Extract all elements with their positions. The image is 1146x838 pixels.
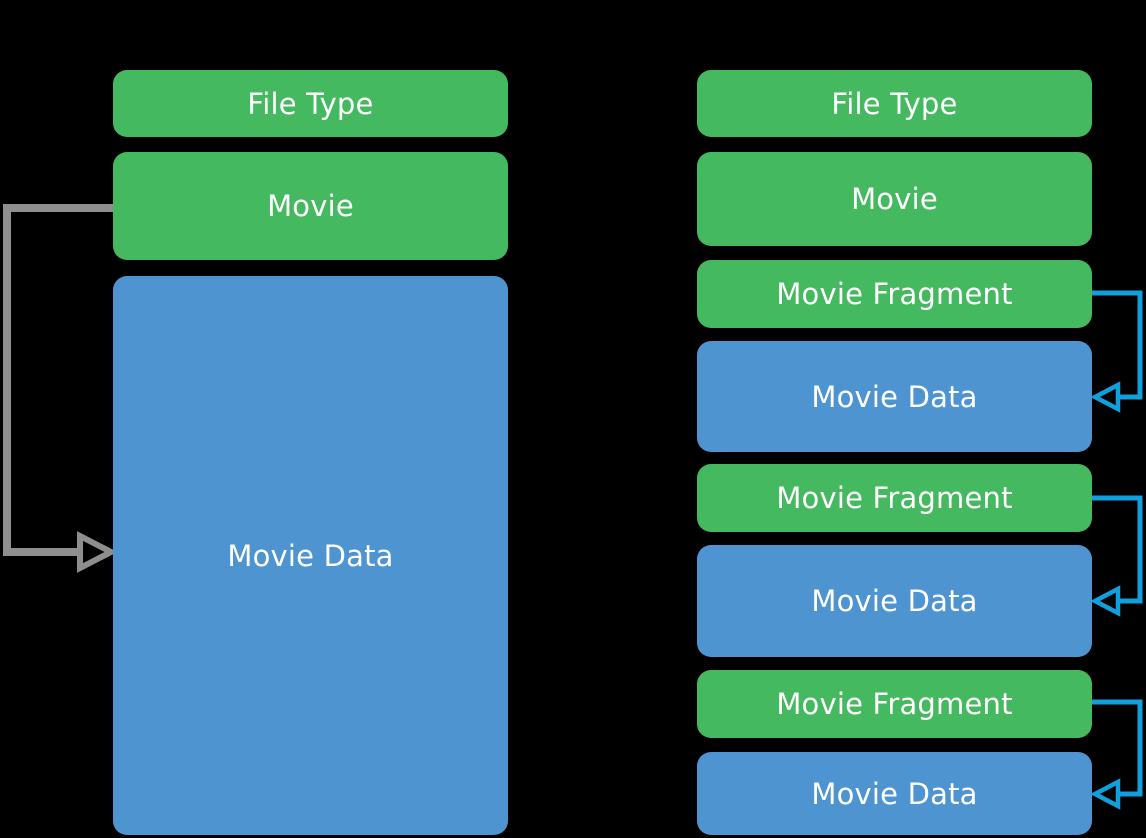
box-label: Movie Fragment — [776, 687, 1013, 721]
fragment2-to-data2-connector-line — [1092, 495, 1143, 604]
box-label: Movie Data — [227, 538, 394, 573]
box-movie-data: Movie Data — [113, 276, 508, 835]
box-label: Movie Data — [811, 379, 978, 414]
box-label: File Type — [831, 86, 958, 121]
box-movie-fragment-1: Movie Fragment — [697, 260, 1092, 328]
box-label: Movie — [267, 189, 354, 223]
box-movie-fragment-3: Movie Fragment — [697, 670, 1092, 738]
fragment2-to-data2-arrowhead-icon — [1090, 585, 1121, 617]
fragment1-to-data1-connector-line — [1092, 290, 1143, 400]
box-label: Movie Fragment — [776, 481, 1013, 515]
box-movie-data-1: Movie Data — [697, 341, 1092, 452]
box-movie-data-3: Movie Data — [697, 752, 1092, 835]
box-label: Movie Data — [811, 584, 978, 618]
box-label: Movie Data — [811, 776, 978, 811]
fragment3-to-data3-arrowhead-icon — [1090, 778, 1121, 810]
box-label: File Type — [247, 86, 374, 121]
box-movie-data-2: Movie Data — [697, 545, 1092, 657]
box-file-type: File Type — [113, 70, 508, 137]
box-label: Movie Fragment — [776, 277, 1013, 311]
box-label: Movie — [851, 182, 938, 216]
fragment3-to-data3-connector-line — [1092, 699, 1143, 797]
movie-to-movie-data-arrow-line — [3, 204, 113, 556]
box-movie: Movie — [697, 152, 1092, 246]
box-movie-fragment-2: Movie Fragment — [697, 464, 1092, 532]
fragment1-to-data1-arrowhead-icon — [1090, 381, 1121, 413]
box-movie: Movie — [113, 152, 508, 260]
box-file-type: File Type — [697, 70, 1092, 137]
movie-to-movie-data-arrowhead-icon — [77, 531, 118, 573]
